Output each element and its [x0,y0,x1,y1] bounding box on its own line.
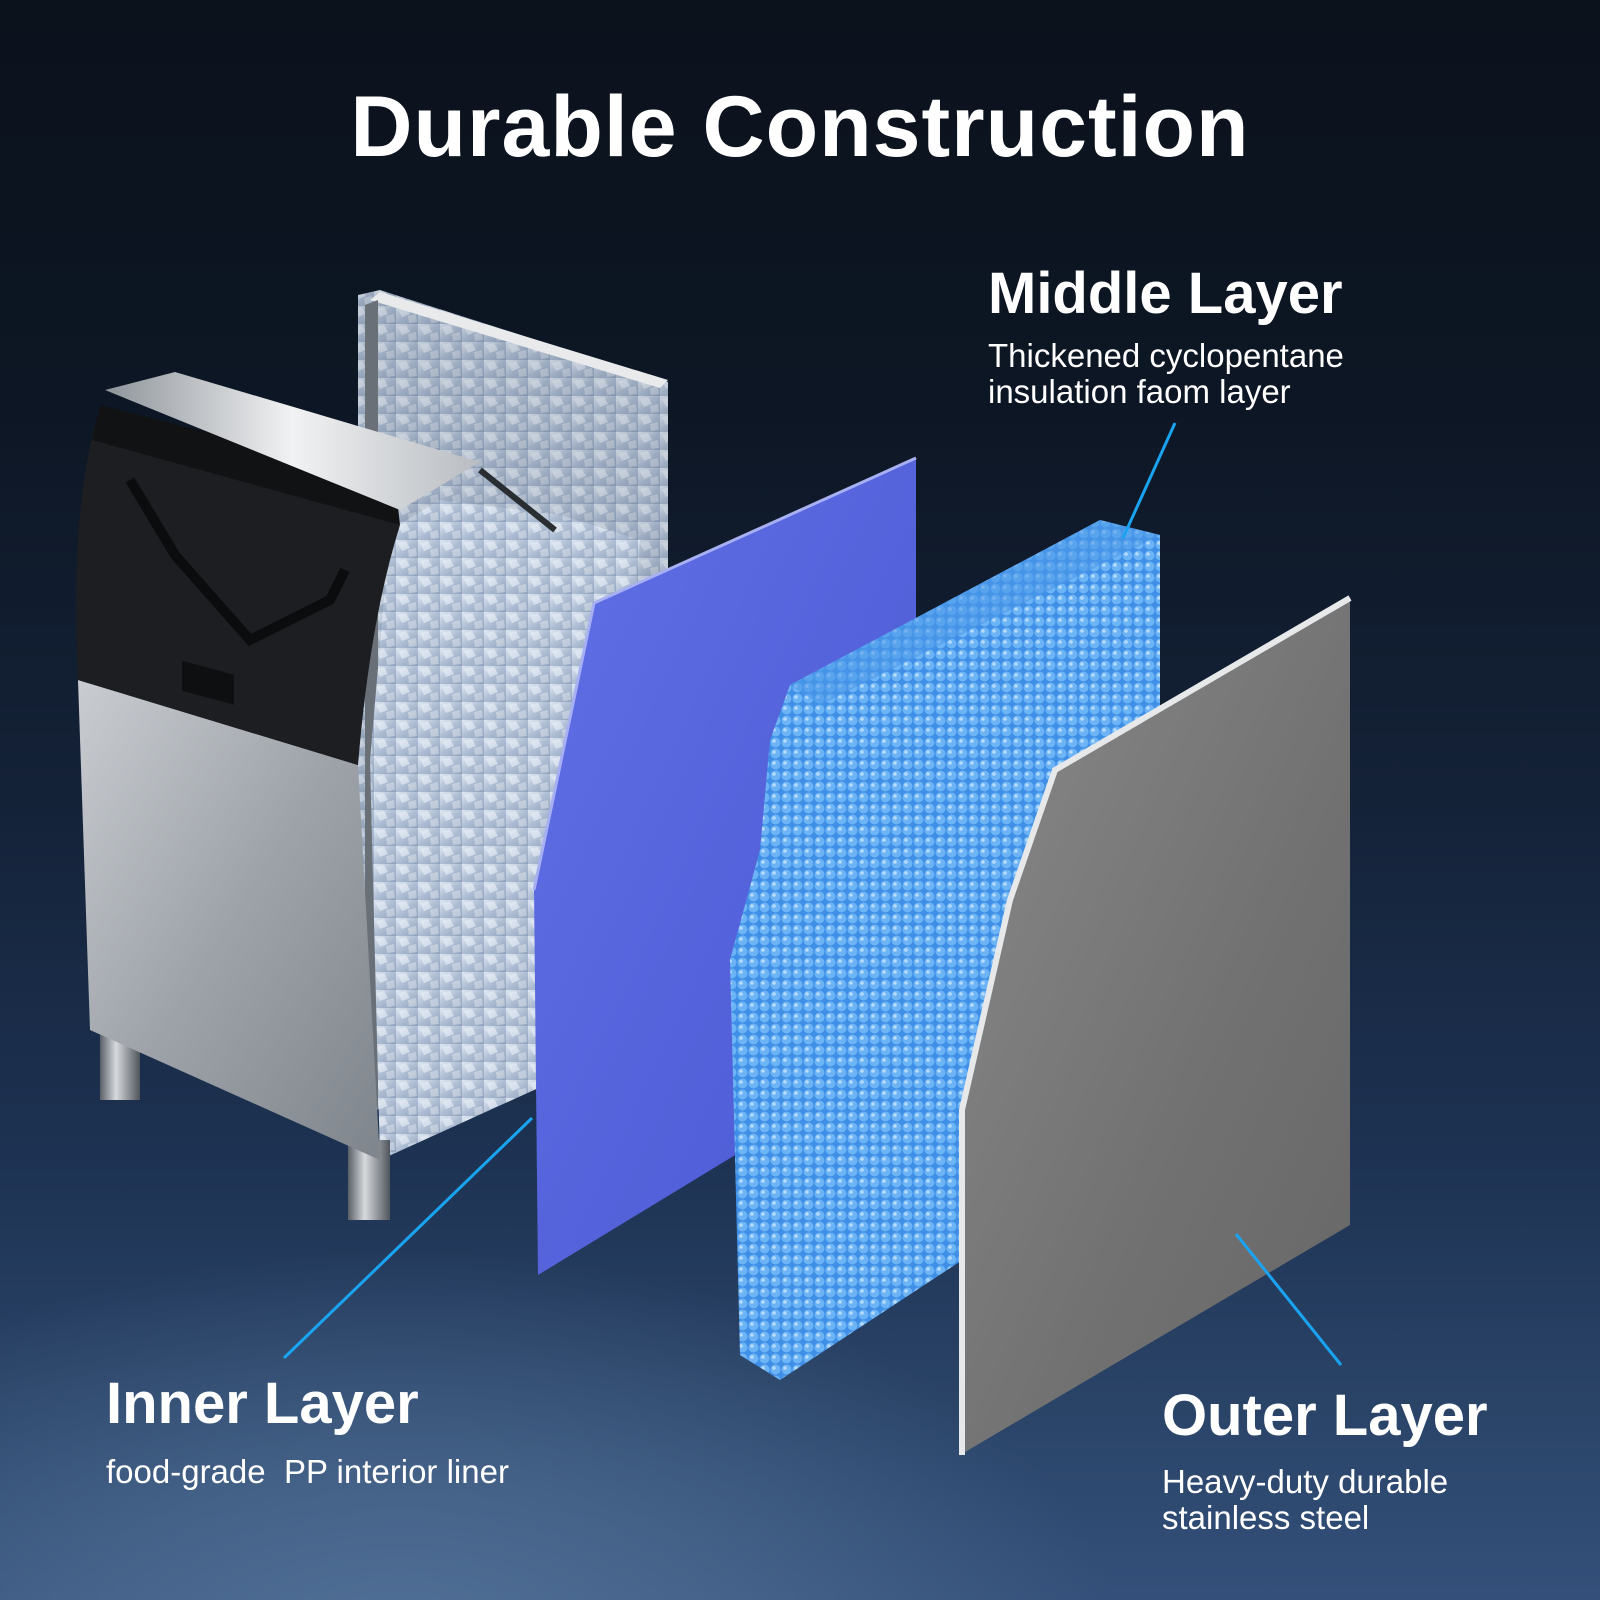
outer-layer-description-line1: Heavy-duty durable [1162,1463,1449,1500]
inner-layer-label: Inner Layer food-grade PP interior liner [106,1372,509,1490]
inner-layer-heading: Inner Layer [106,1371,419,1436]
middle-layer-description-line2: insulation faom layer [988,373,1291,410]
middle-layer-leader-line [1121,422,1177,539]
middle-layer-heading: Middle Layer [988,261,1343,326]
inner-layer-description: food-grade PP interior liner [106,1453,509,1490]
outer-layer-heading: Outer Layer [1162,1383,1488,1448]
outer-layer-leader-line [1234,1233,1343,1366]
middle-layer-description-line1: Thickened cyclopentane [988,337,1344,374]
page-title: Durable Construction [350,79,1250,175]
ice-bin-cabinet [76,290,668,1220]
outer-layer-label: Outer Layer Heavy-duty durable stainless… [1162,1384,1488,1536]
outer-layer-panel [959,595,1352,1455]
middle-layer-label: Middle Layer Thickened cyclopentane insu… [988,262,1344,410]
inner-layer-leader-line [282,1116,534,1360]
outer-layer-description-line2: stainless steel [1162,1499,1370,1536]
